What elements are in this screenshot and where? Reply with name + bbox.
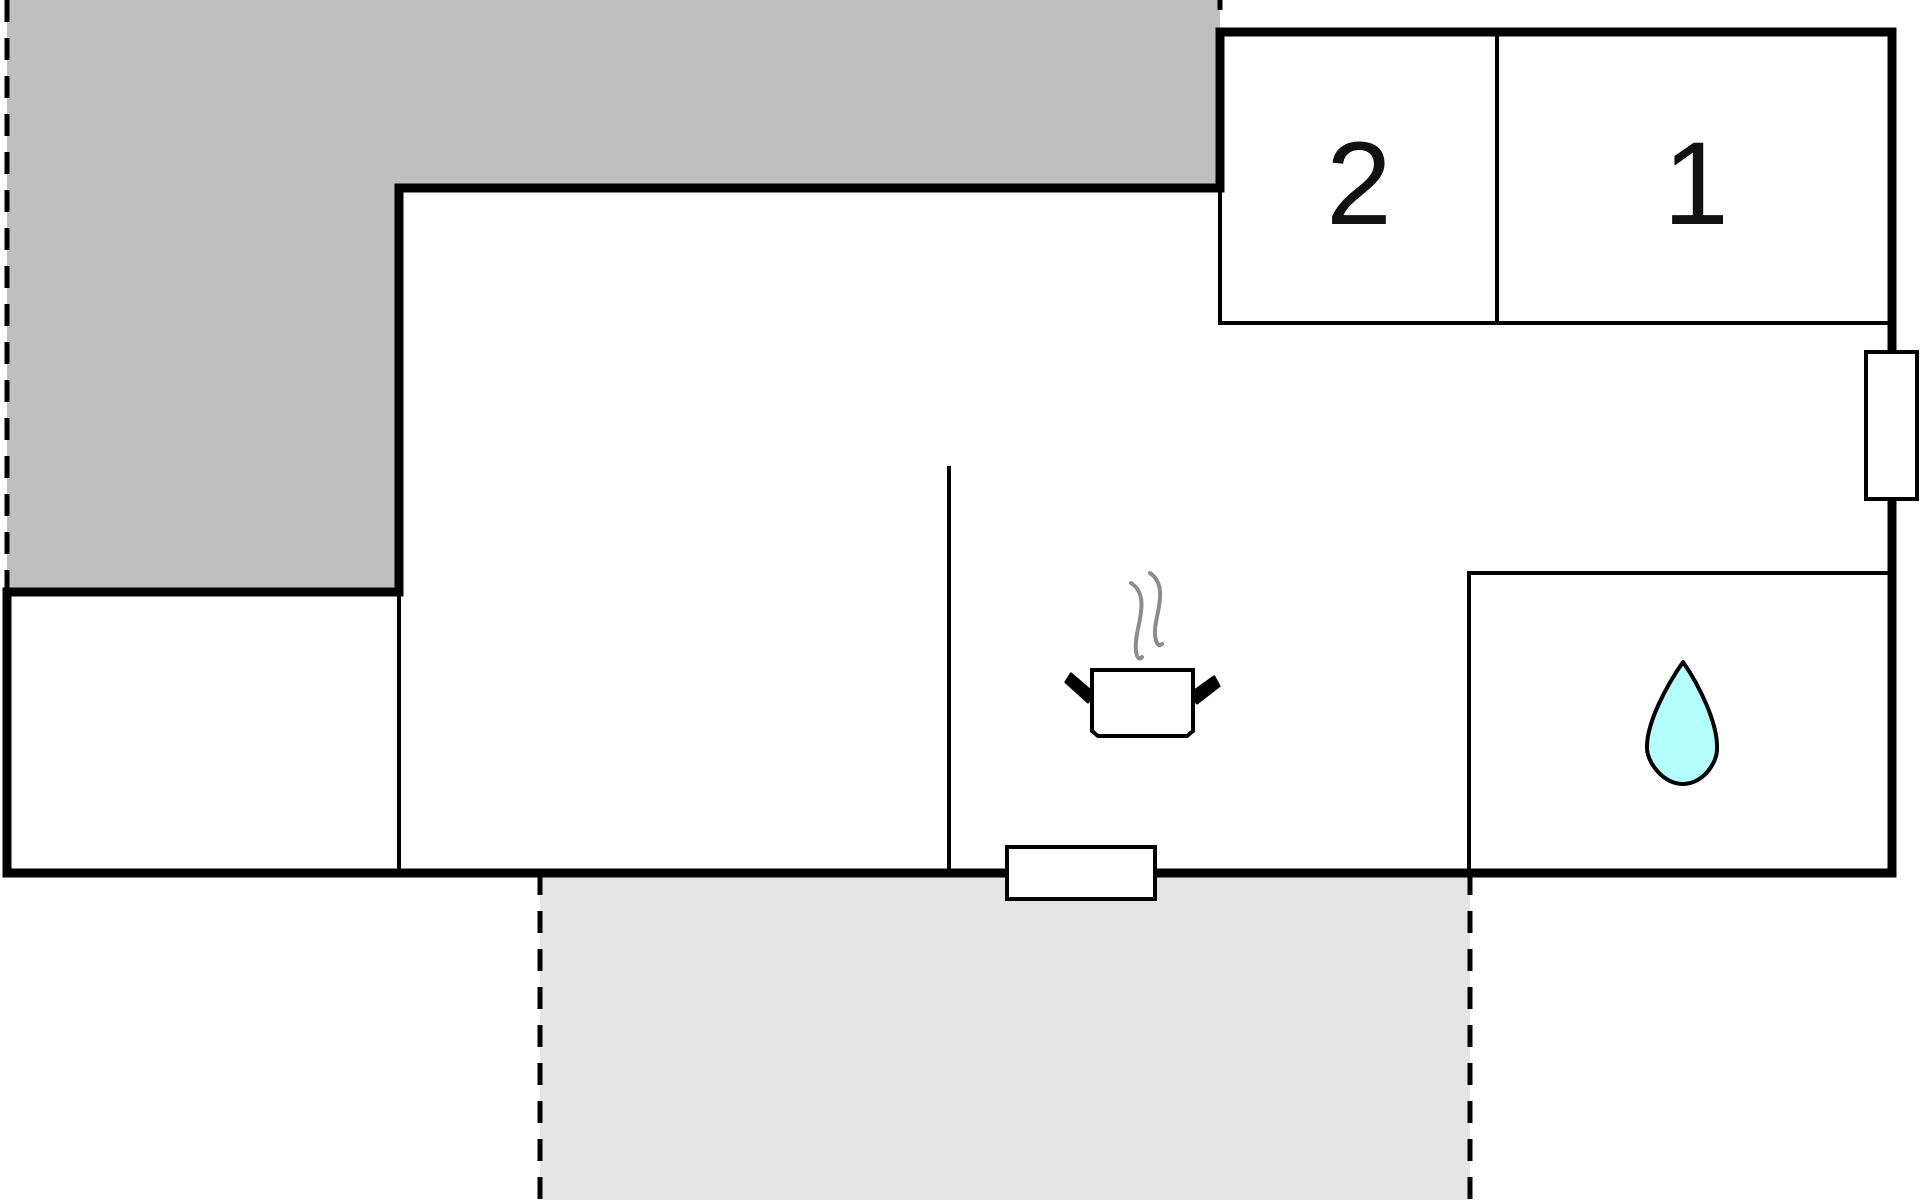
exterior-wall bbox=[2, 27, 1897, 878]
covered-terrace bbox=[7, 0, 1220, 592]
interior-walls bbox=[397, 32, 1892, 873]
cooking-pot-icon bbox=[1064, 571, 1221, 738]
room-label-bedroom-2: 2 bbox=[1326, 118, 1392, 250]
water-drop-icon bbox=[1644, 660, 1720, 786]
window-east bbox=[1864, 350, 1919, 501]
open-terrace bbox=[540, 873, 1470, 1200]
window-south bbox=[1005, 845, 1157, 901]
terrace-boundary-lines bbox=[4, 0, 1473, 1200]
room-label-bedroom-1: 1 bbox=[1663, 118, 1729, 250]
